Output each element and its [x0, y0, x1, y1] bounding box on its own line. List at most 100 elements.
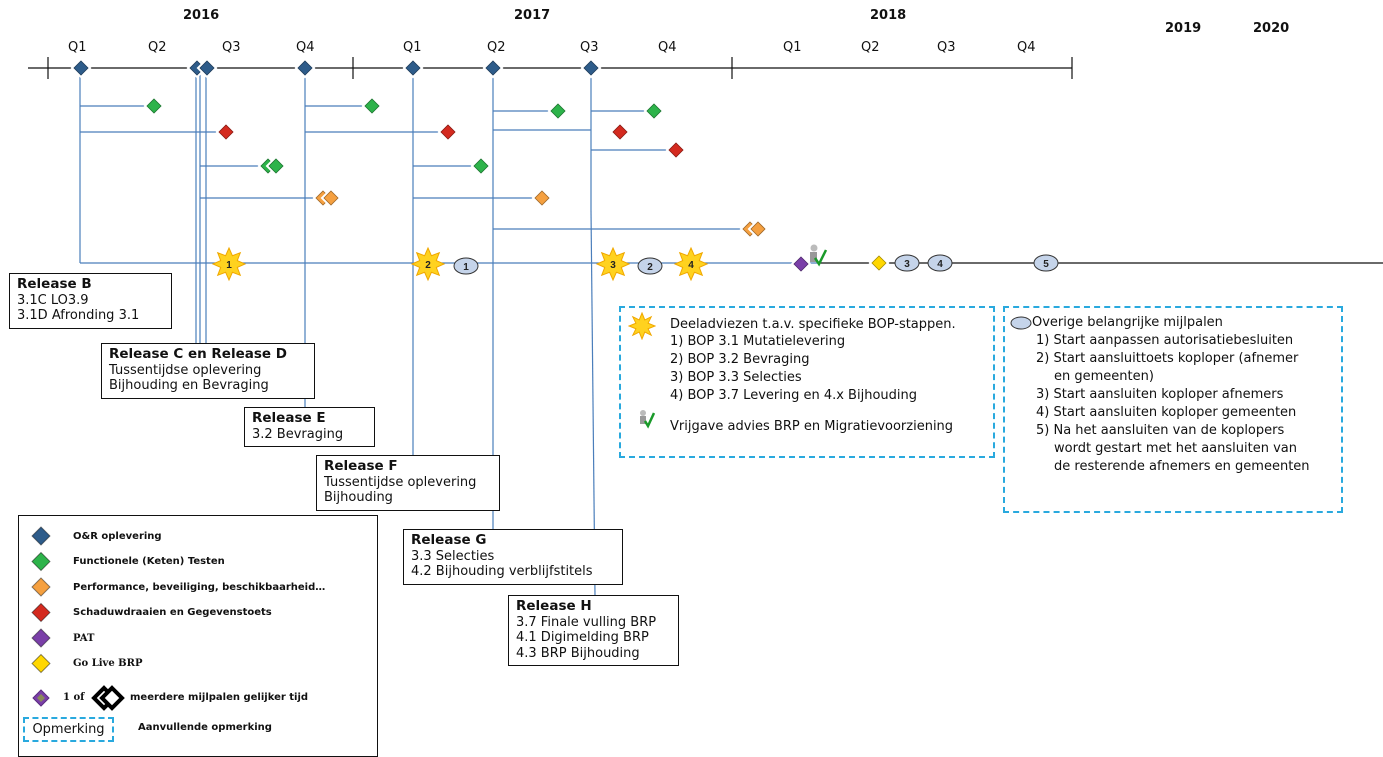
milestones-item: en gemeenten) [1054, 369, 1154, 384]
advice-box: Deeladviezen t.a.v. specifieke BOP-stapp… [619, 306, 995, 458]
legend-multi-suffix: meerdere mijlpalen gelijker tijd [130, 692, 309, 703]
milestones-box: Overige belangrijke mijlpalen 1) Start a… [1003, 306, 1343, 513]
milestones-item: de resterende afnemers en gemeenten [1054, 459, 1310, 474]
or-delivery-diamond-edge [199, 60, 215, 76]
milestone-oval [453, 257, 479, 275]
legend-diamond-icon [31, 628, 51, 648]
functional-test-diamond [143, 95, 165, 117]
advice-item: 1) BOP 3.1 Mutatielevering [670, 334, 846, 349]
quarter-label: Q2 [148, 40, 167, 55]
or-delivery-diamond-edge [297, 60, 313, 76]
release-b-box: Release B 3.1C LO3.9 3.1D Afronding 3.1 [9, 273, 172, 329]
pat-diamond [790, 253, 812, 275]
performance-diamond [531, 187, 553, 209]
shadow-run-diamond-edge [668, 142, 684, 158]
release-h-box: Release H 3.7 Finale vulling BRP 4.1 Dig… [508, 595, 679, 666]
star-icon [628, 312, 656, 340]
legend-item: Functionele (Keten) Testen [73, 556, 225, 567]
advice-star [673, 246, 709, 282]
oval-icon [1010, 316, 1032, 330]
quarter-label: Q1 [68, 40, 87, 55]
release-advice-icon-check [813, 249, 828, 267]
milestones-item: 1) Start aanpassen autorisatiebesluiten [1036, 333, 1294, 348]
milestone-oval [637, 257, 663, 275]
functional-test-diamond-edge [364, 98, 380, 114]
advice-star-label: 2 [425, 260, 431, 271]
legend-diamond-icon [31, 577, 51, 597]
advice-item: 3) BOP 3.3 Selecties [670, 370, 802, 385]
release-title: Release E [252, 410, 326, 426]
functional-test-diamond [470, 155, 492, 177]
release-title: Release H [516, 598, 592, 614]
quarter-label: Q4 [296, 40, 315, 55]
performance-diamond [320, 187, 342, 209]
year-label: 2017 [514, 8, 551, 23]
or-delivery-diamond-edge [583, 60, 599, 76]
legend-item: O&R oplevering [73, 531, 162, 542]
advice-star-label: 1 [226, 260, 232, 271]
year-label: 2016 [183, 8, 220, 23]
shadow-run-diamond-edge [612, 124, 628, 140]
shadow-run-diamond-edge [440, 124, 456, 140]
release-advice-icon-head [810, 244, 818, 252]
release-line: 4.2 Bijhouding verblijfstitels [411, 564, 593, 579]
release-title: Release C en Release D [109, 346, 287, 362]
milestones-item: 2) Start aansluittoets koploper (afnemer [1036, 351, 1299, 366]
year-label: 2020 [1253, 21, 1290, 36]
release-advice-icon [640, 410, 655, 429]
performance-diamond [747, 218, 769, 240]
advice-title: Deeladviezen t.a.v. specifieke BOP-stapp… [670, 317, 956, 332]
legend-symbols [31, 526, 125, 711]
milestones-item: 4) Start aansluiten koploper gemeenten [1036, 405, 1297, 420]
functional-test-diamond [643, 100, 665, 122]
legend-item: PAT [73, 633, 95, 644]
functional-test-diamond-edge [146, 98, 162, 114]
year-label: 2019 [1165, 21, 1202, 36]
advice-star-label: 4 [688, 260, 694, 271]
advice-star [211, 246, 247, 282]
milestones-title: Overige belangrijke mijlpalen [1032, 315, 1223, 330]
performance-diamond-edge [323, 190, 339, 206]
shadow-run-diamond [215, 121, 237, 143]
milestone-oval-label: 1 [463, 262, 469, 273]
quarter-label: Q2 [487, 40, 506, 55]
shadow-run-diamond [609, 121, 631, 143]
functional-test-diamond-edge [550, 103, 566, 119]
or-delivery-diamond [196, 57, 218, 79]
legend-item: Performance, beveiliging, beschikbaarhei… [73, 582, 326, 593]
release-title: Release F [324, 458, 398, 474]
advice-item: 4) BOP 3.7 Levering en 4.x Bijhouding [670, 388, 917, 403]
functional-test-diamond [265, 155, 287, 177]
release-cd-box: Release C en Release D Tussentijdse ople… [101, 343, 315, 399]
milestone-oval-label: 2 [647, 262, 653, 273]
performance-diamond-edge [534, 190, 550, 206]
or-delivery-diamond-edge [73, 60, 89, 76]
release-line: 3.1C LO3.9 [17, 292, 89, 308]
performance-diamond-edge [750, 221, 766, 237]
release-line: 4.3 BRP Bijhouding [516, 645, 640, 661]
functional-test-diamond-edge [268, 158, 284, 174]
release-title: Release B [17, 276, 92, 292]
milestone-oval [927, 254, 953, 272]
release-advice-icon-body [810, 252, 817, 262]
milestones-item: 5) Na het aansluiten van de koplopers [1036, 423, 1285, 438]
legend-diamond-icon [31, 551, 51, 572]
quarter-label: Q4 [1017, 40, 1036, 55]
advice-star [410, 246, 446, 282]
release-line: Bijhouding en Bevraging [109, 378, 269, 393]
release-line: Bijhouding [324, 490, 393, 505]
legend-item: Go Live BRP [73, 658, 143, 669]
shadow-run-diamond-edge [218, 124, 234, 140]
or-delivery-diamond [70, 57, 92, 79]
functional-test-diamond-edge [473, 158, 489, 174]
milestone-oval [1033, 254, 1059, 272]
release-line: 3.7 Finale vulling BRP [516, 614, 657, 630]
go-live-diamond-edge [871, 255, 887, 271]
milestone-oval [894, 254, 920, 272]
or-delivery-diamond [402, 57, 424, 79]
functional-test-diamond [361, 95, 383, 117]
release-line: 4.1 Digimelding BRP [516, 630, 649, 645]
release-line: 3.1D Afronding 3.1 [17, 308, 140, 323]
